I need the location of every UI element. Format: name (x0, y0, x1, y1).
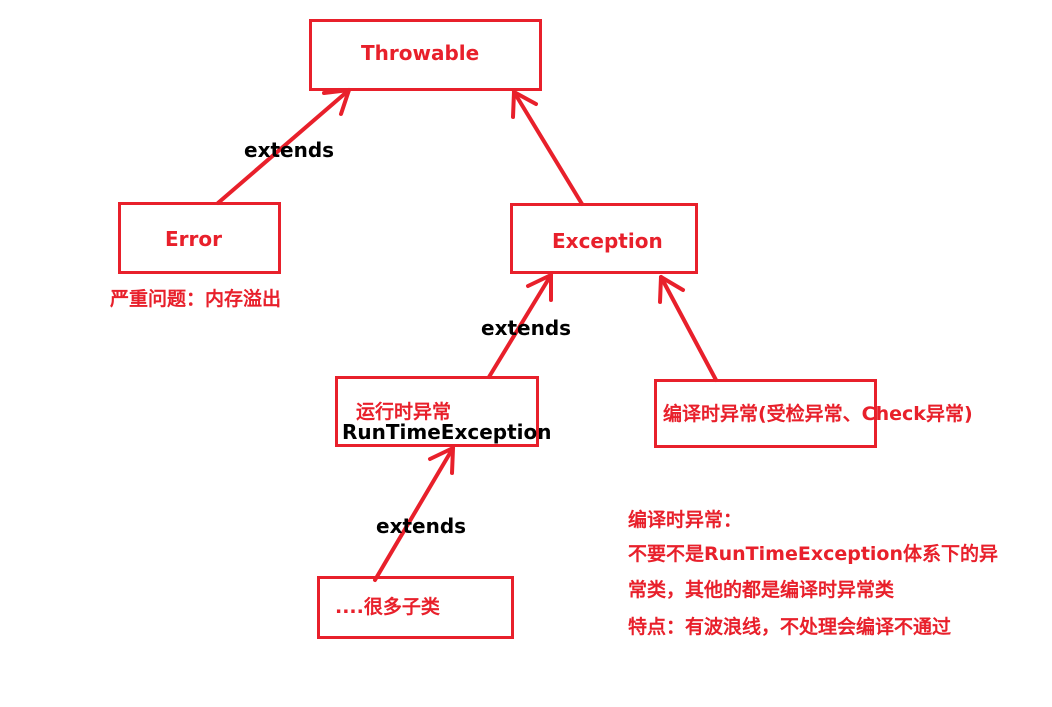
annotation-line: 特点：有波浪线，不处理会编译不通过 (628, 616, 952, 638)
throwable-label: Throwable (361, 41, 480, 65)
annotation-title: 编译时异常： (628, 509, 743, 531)
annotation-line: 常类，其他的都是编译时异常类 (628, 579, 895, 601)
arrow-subclasses-to-runtime (373, 446, 455, 582)
extends-label-subclasses: extends (376, 514, 467, 538)
arrow-exception-to-throwable (511, 90, 584, 206)
arrow-runtime-to-exception (487, 273, 553, 379)
runtime-exception-box (335, 376, 539, 447)
error-box (118, 202, 281, 274)
extends-label-error: extends (244, 138, 335, 162)
checked-exception-label: 编译时异常(受检异常、Check异常) (663, 403, 973, 425)
error-note: 严重问题：内存溢出 (110, 288, 282, 310)
runtime-exception-label-en: RunTimeException (342, 420, 552, 444)
arrow-checked-to-exception (658, 275, 718, 382)
exception-box (510, 203, 698, 274)
subclasses-box (317, 576, 514, 639)
subclasses-label: ....很多子类 (335, 596, 440, 618)
throwable-box (309, 19, 542, 91)
extends-label-runtime: extends (481, 316, 572, 340)
exception-label: Exception (552, 229, 663, 253)
error-label: Error (165, 227, 222, 251)
annotation-line: 不要不是RunTimeException体系下的异 (628, 543, 998, 565)
checked-exception-box (654, 379, 877, 448)
runtime-exception-label-cn: 运行时异常 (356, 401, 452, 423)
